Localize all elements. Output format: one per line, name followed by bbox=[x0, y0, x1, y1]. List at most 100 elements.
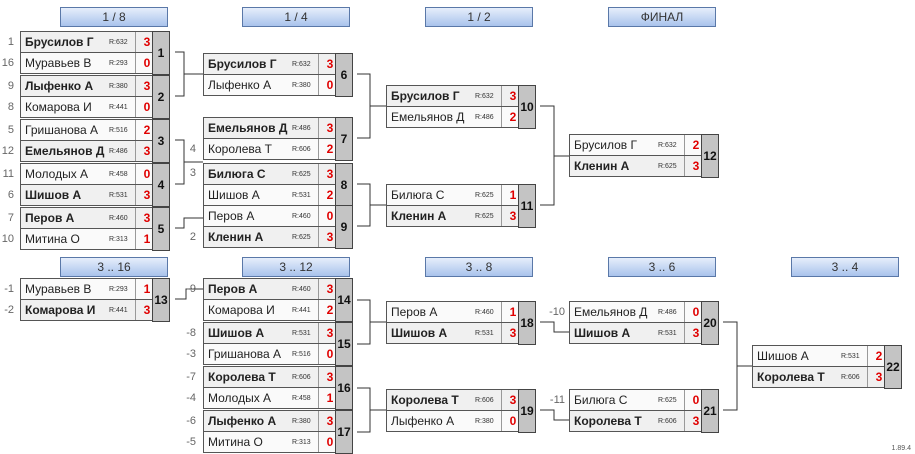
player-score: 1 bbox=[135, 279, 158, 299]
player-score: 3 bbox=[501, 323, 524, 343]
seed-number: -7 bbox=[186, 371, 196, 383]
match-number: 1 bbox=[152, 31, 170, 75]
player-rating: R:632 bbox=[292, 61, 311, 68]
player-score: 3 bbox=[135, 300, 158, 320]
player-rating: R:293 bbox=[109, 60, 128, 67]
player-rating: R:531 bbox=[109, 192, 128, 199]
player-score: 0 bbox=[318, 206, 341, 226]
player-score: 2 bbox=[867, 346, 890, 366]
player-rating: R:486 bbox=[109, 148, 128, 155]
connector-5 bbox=[175, 217, 203, 229]
seed-number: 9 bbox=[7, 80, 14, 92]
player-name: Брусилов Г bbox=[25, 35, 94, 49]
player-name: Перов А bbox=[391, 305, 438, 319]
seed-number: -1 bbox=[4, 283, 14, 295]
player-rating: R:516 bbox=[109, 127, 128, 134]
player-score: 3 bbox=[684, 156, 707, 176]
player-score: 2 bbox=[318, 185, 341, 205]
player-score: 2 bbox=[501, 107, 524, 127]
player-rating: R:606 bbox=[841, 374, 860, 381]
player-name: Перов А bbox=[208, 282, 258, 296]
connector-13 bbox=[175, 288, 203, 300]
player-score: 1 bbox=[135, 229, 158, 249]
player-rating: R:632 bbox=[109, 39, 128, 46]
player-score: 3 bbox=[501, 86, 524, 106]
player-rating: R:380 bbox=[292, 82, 311, 89]
player-rating: R:625 bbox=[475, 192, 494, 199]
player-rating: R:460 bbox=[292, 286, 311, 293]
player-score: 0 bbox=[501, 411, 524, 431]
seed-number: -11 bbox=[549, 394, 565, 406]
player-name: Комарова И bbox=[25, 303, 96, 317]
player-name: Билюга С bbox=[391, 188, 445, 202]
player-name: Перов А bbox=[208, 209, 255, 223]
player-score: 3 bbox=[318, 118, 341, 138]
player-rating: R:606 bbox=[658, 418, 677, 425]
round-header-1-4: 1 / 4 bbox=[242, 7, 350, 27]
player-rating: R:380 bbox=[109, 83, 128, 90]
seed-number: -4 bbox=[186, 392, 196, 404]
player-name: Молодых А bbox=[25, 167, 89, 181]
match-number: 10 bbox=[518, 85, 536, 129]
seed-number: -5 bbox=[186, 436, 196, 448]
player-score: 3 bbox=[684, 323, 707, 343]
player-name: Лыфенко А bbox=[391, 414, 455, 428]
player-name: Королева Т bbox=[757, 370, 825, 384]
seed-number: -8 bbox=[186, 327, 196, 339]
version-label: 1.89.4 bbox=[891, 445, 911, 452]
round-header-1-8: 1 / 8 bbox=[60, 7, 168, 27]
player-name: Емельянов Д bbox=[208, 121, 288, 135]
player-score: 3 bbox=[135, 141, 158, 161]
round-header-3-16: 3 .. 16 bbox=[60, 257, 168, 277]
player-name: Шишов А bbox=[757, 349, 809, 363]
match-number: 15 bbox=[335, 322, 353, 366]
player-name: Комарова И bbox=[208, 303, 275, 317]
player-name: Шишов А bbox=[25, 188, 82, 202]
player-name: Емельянов Д bbox=[391, 110, 465, 124]
connector-14-15 bbox=[357, 299, 371, 345]
player-rating: R:531 bbox=[292, 330, 311, 337]
match-number: 16 bbox=[335, 366, 353, 410]
player-row: Шишов А R:531 2 bbox=[752, 345, 902, 367]
match-number: 14 bbox=[335, 278, 353, 322]
seed-number: 16 bbox=[1, 57, 14, 69]
player-name: Кленин А bbox=[574, 159, 630, 173]
player-name: Лыфенко А bbox=[208, 78, 272, 92]
player-score: 3 bbox=[318, 227, 341, 247]
player-score: 0 bbox=[135, 164, 158, 184]
player-score: 3 bbox=[501, 390, 524, 410]
seed-number: 5 bbox=[7, 124, 14, 136]
player-score: 2 bbox=[318, 300, 341, 320]
round-header-3-4: 3 .. 4 bbox=[791, 257, 899, 277]
connector-16-17 bbox=[357, 387, 371, 433]
player-score: 3 bbox=[135, 185, 158, 205]
player-score: 3 bbox=[318, 164, 341, 184]
player-rating: R:458 bbox=[109, 171, 128, 178]
player-rating: R:531 bbox=[841, 353, 860, 360]
round-header-3-6: 3 .. 6 bbox=[608, 257, 716, 277]
player-score: 3 bbox=[684, 411, 707, 431]
player-rating: R:486 bbox=[292, 125, 311, 132]
player-score: 1 bbox=[501, 185, 524, 205]
seed-number: 10 bbox=[1, 233, 14, 245]
player-rating: R:441 bbox=[109, 104, 128, 111]
player-name: Билюга С bbox=[208, 167, 266, 181]
player-rating: R:606 bbox=[292, 374, 311, 381]
